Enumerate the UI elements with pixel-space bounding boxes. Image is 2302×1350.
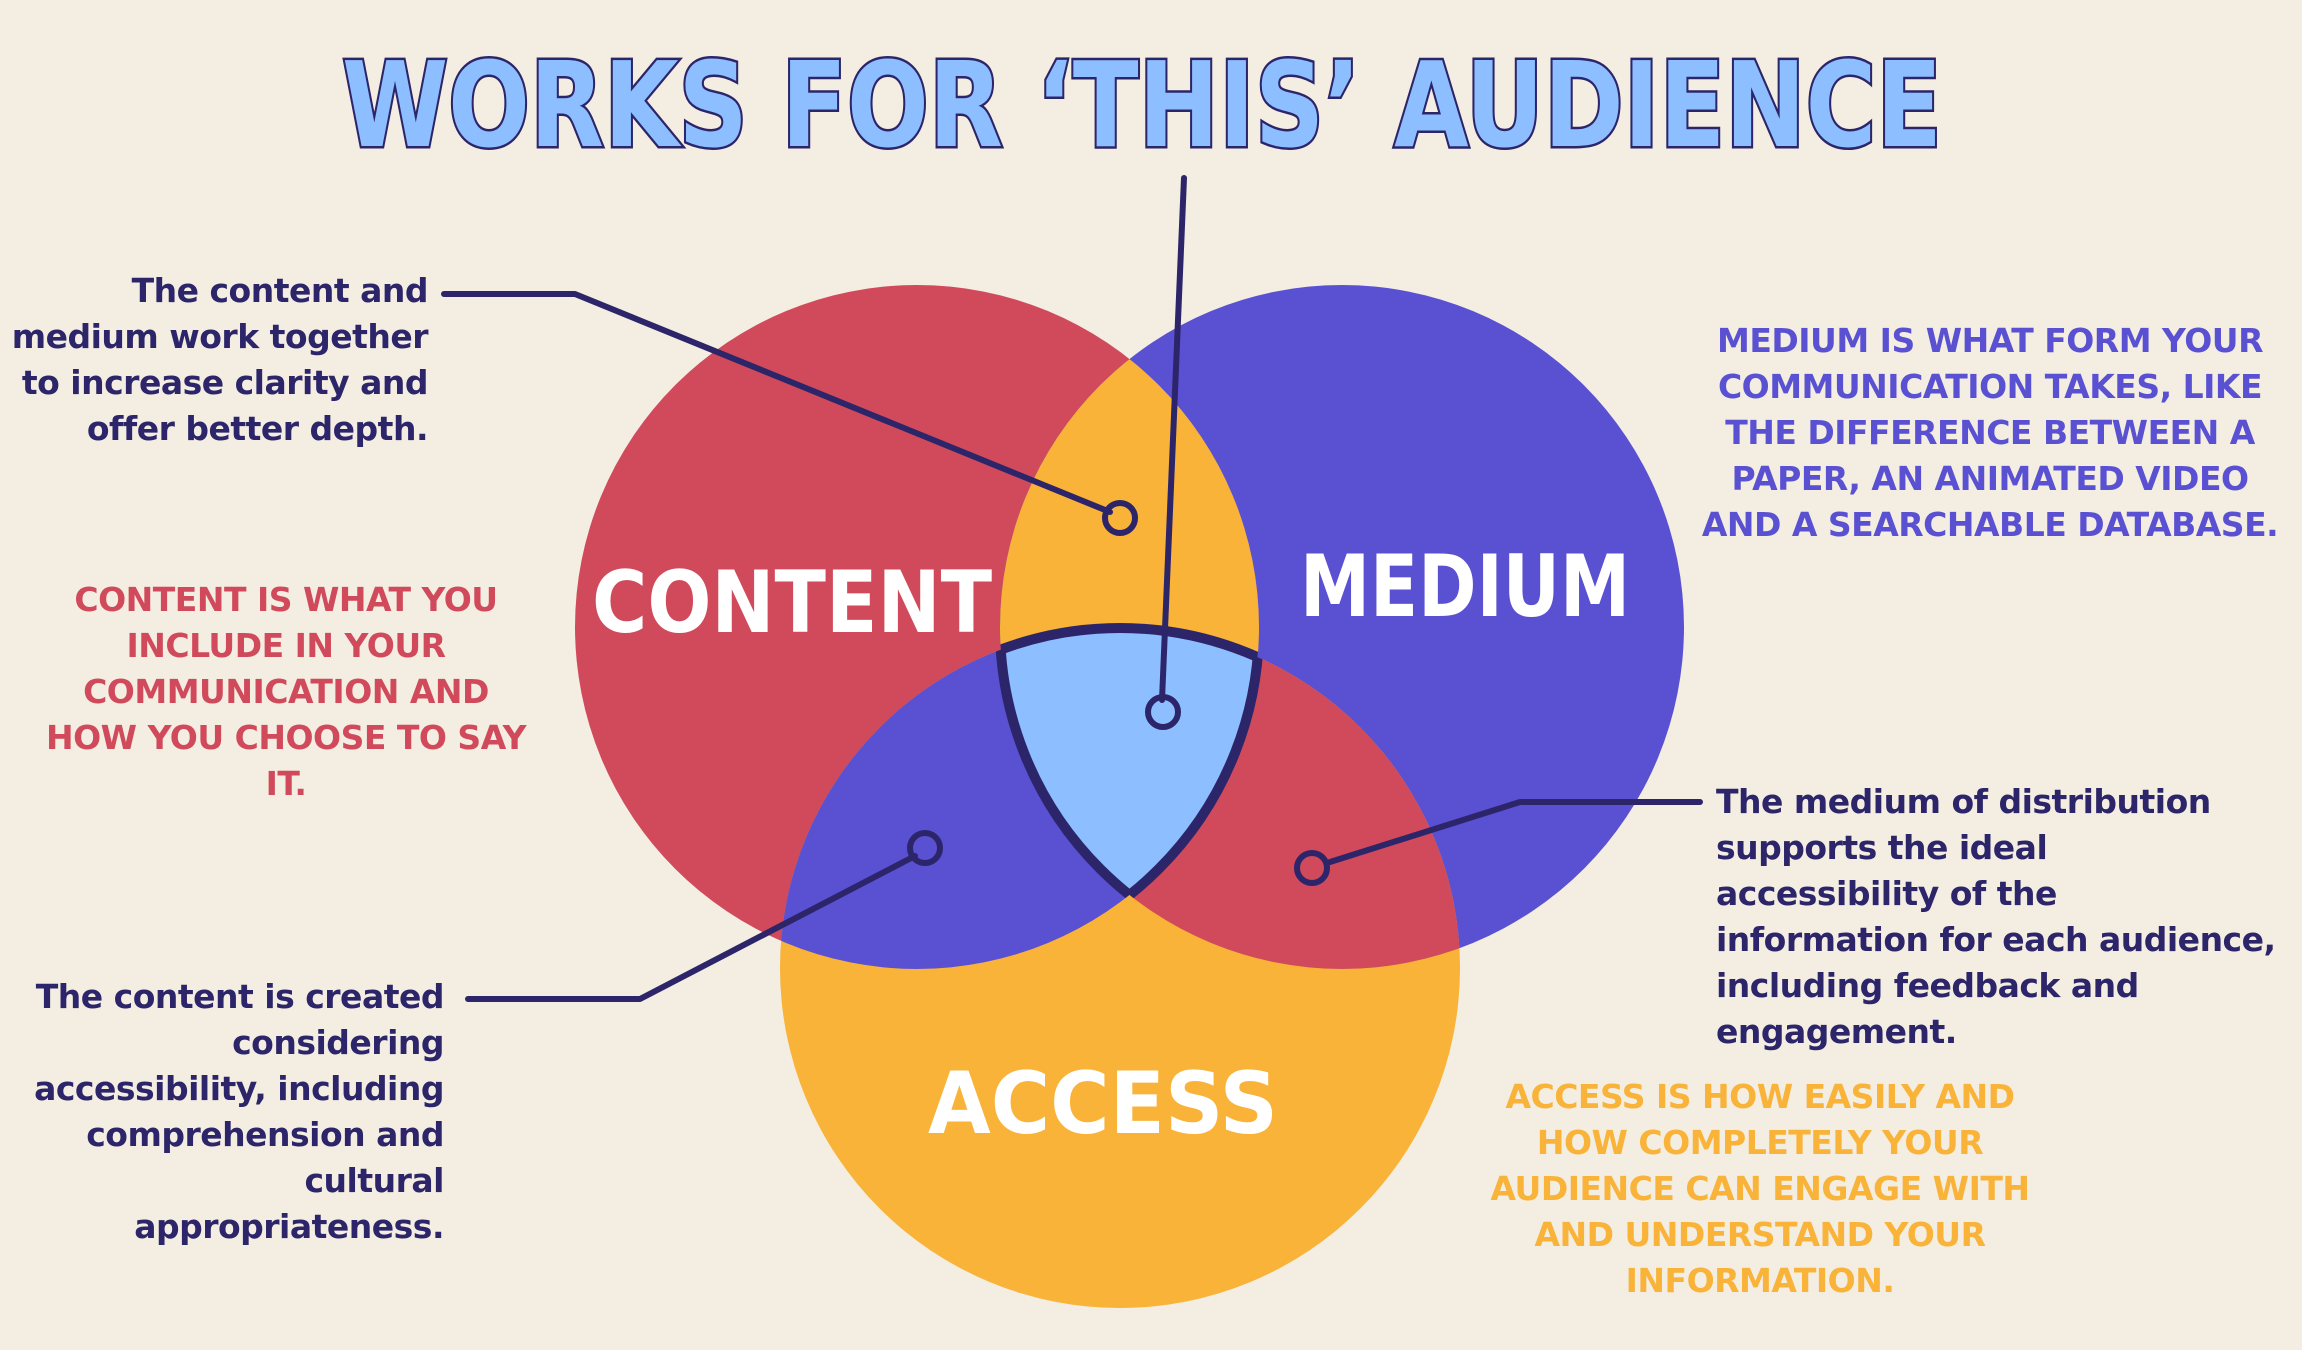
medium-label: MEDIUM bbox=[1300, 537, 1630, 637]
marker-content-medium bbox=[1102, 500, 1138, 536]
content-definition: CONTENT IS WHAT YOU INCLUDE IN YOUR COMM… bbox=[46, 580, 526, 803]
connector-title-center bbox=[1159, 175, 1187, 703]
connector-medium-access bbox=[1327, 799, 1703, 865]
content-access-note: The content is created considering acces… bbox=[34, 977, 444, 1246]
content-label: CONTENT bbox=[592, 553, 992, 653]
access-label: ACCESS bbox=[928, 1054, 1278, 1154]
marker-medium-access bbox=[1294, 850, 1330, 886]
page-title: WORKS FOR ‘THIS’ AUDIENCE bbox=[342, 36, 1942, 174]
connector-content-access bbox=[465, 853, 918, 1002]
center-outline-access bbox=[1000, 623, 1259, 969]
medium-access-note: The medium of distribution supports the … bbox=[1716, 782, 2276, 1051]
marker-center bbox=[1145, 694, 1181, 730]
marker-content-access bbox=[907, 830, 943, 866]
content-medium-note: The content and medium work together to … bbox=[11, 271, 429, 448]
access-definition: ACCESS IS HOW EASILY AND HOW COMPLETELY … bbox=[1490, 1077, 2030, 1300]
medium-definition: MEDIUM IS WHAT FORM YOUR COMMUNICATION T… bbox=[1701, 321, 2279, 544]
connector-content-medium bbox=[441, 291, 1113, 515]
